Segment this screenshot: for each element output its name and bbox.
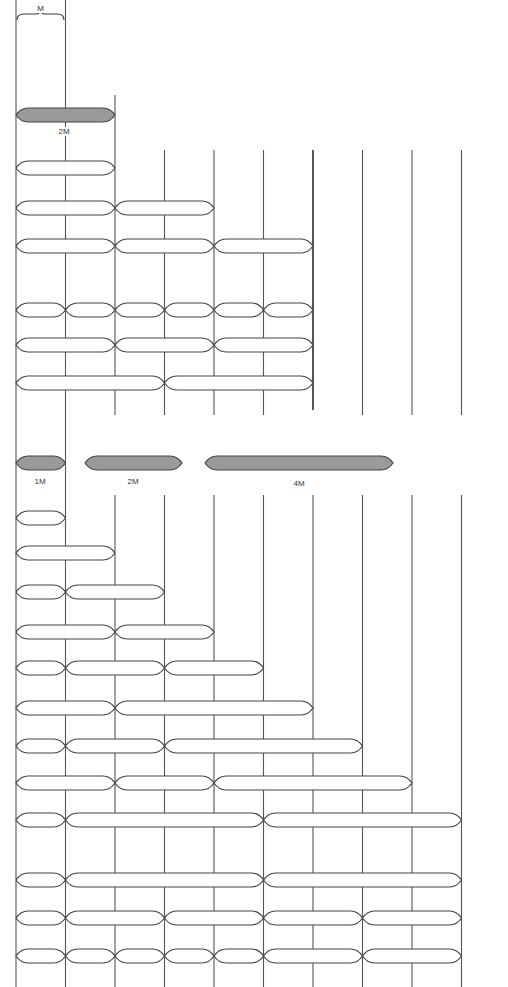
- module-segment: [16, 873, 66, 887]
- grid-line: [164, 495, 165, 987]
- module-sample: [16, 108, 115, 122]
- module-segment: [165, 949, 215, 963]
- module-segment: [66, 739, 165, 753]
- grid-line: [312, 150, 314, 410]
- module-segment: [16, 585, 66, 599]
- module-segment: [66, 303, 116, 317]
- module-sample: [16, 456, 66, 470]
- module-segment: [115, 776, 214, 790]
- module-segment: [115, 949, 165, 963]
- module-segment: [264, 303, 314, 317]
- module-segment: [264, 949, 363, 963]
- module-segment: [16, 338, 115, 352]
- grid-line: [411, 150, 412, 415]
- grid-line: [263, 150, 264, 415]
- module-segment: [115, 701, 313, 715]
- module-segment: [115, 201, 214, 215]
- grid-line: [362, 495, 363, 987]
- grid-line: [114, 95, 115, 415]
- module-segment: [16, 911, 66, 925]
- module-segment: [16, 776, 115, 790]
- module-segment: [115, 239, 214, 253]
- module-segment: [363, 949, 462, 963]
- module-sample: [85, 456, 182, 470]
- module-segment: [165, 911, 264, 925]
- module-segment: [16, 661, 66, 675]
- module-segment: [16, 949, 66, 963]
- module-segment: [264, 911, 363, 925]
- module-segment: [16, 303, 66, 317]
- grid-line: [461, 150, 462, 415]
- grid-line: [461, 495, 462, 987]
- grid-line: [213, 150, 214, 415]
- module-segment: [16, 739, 66, 753]
- module-segment: [363, 911, 462, 925]
- module-segment: [66, 873, 264, 887]
- module-label: 4M: [292, 479, 305, 488]
- module-segment: [264, 813, 462, 827]
- module-sample: [205, 456, 393, 470]
- module-segment: [66, 911, 165, 925]
- module-segment: [16, 511, 66, 525]
- module-segment: [115, 338, 214, 352]
- grid-line: [15, 0, 16, 987]
- module-segment: [264, 873, 462, 887]
- unit-label: M: [36, 4, 45, 13]
- module-segment: [214, 239, 313, 253]
- module-segment: [16, 625, 115, 639]
- module-segment: [66, 813, 264, 827]
- grid-line: [362, 150, 363, 415]
- grid-line: [164, 150, 165, 415]
- module-segment: [115, 303, 165, 317]
- module-segment: [16, 376, 165, 390]
- module-segment: [165, 661, 264, 675]
- module-segment: [165, 739, 363, 753]
- module-segment: [115, 625, 214, 639]
- module-label: 2M: [57, 127, 70, 136]
- module-label: 2M: [126, 477, 139, 486]
- module-segment: [16, 546, 115, 560]
- module-segment: [16, 161, 115, 175]
- module-segment: [66, 661, 165, 675]
- module-segment: [66, 949, 116, 963]
- module-segment: [165, 376, 314, 390]
- module-segment: [16, 701, 115, 715]
- module-segment: [214, 776, 412, 790]
- module-segment: [165, 303, 215, 317]
- module-label: 1M: [33, 477, 46, 486]
- module-segment: [214, 303, 264, 317]
- module-segment: [16, 239, 115, 253]
- module-segment: [66, 585, 165, 599]
- grid-line: [65, 0, 66, 987]
- module-segment: [16, 813, 66, 827]
- module-segment: [214, 338, 313, 352]
- module-segment: [214, 949, 264, 963]
- module-segment: [16, 201, 115, 215]
